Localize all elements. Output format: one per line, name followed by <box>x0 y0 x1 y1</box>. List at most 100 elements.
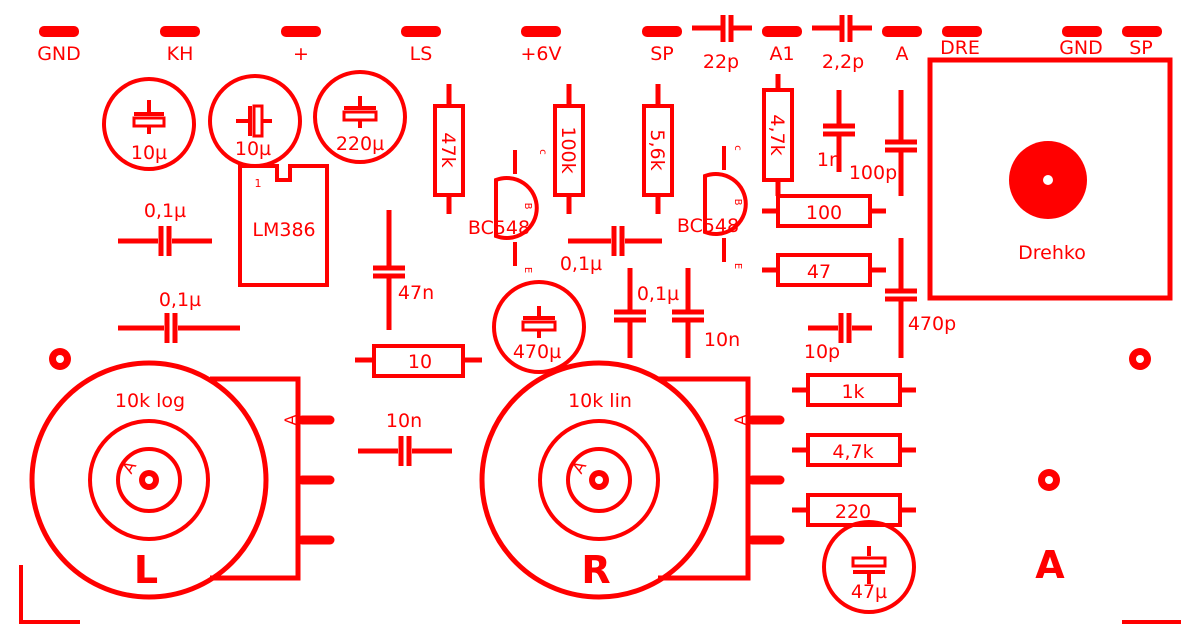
corner-marks: A <box>19 543 1181 624</box>
label-470u: 470µ <box>513 341 561 363</box>
pot-right-wiper-mark: A <box>568 458 590 477</box>
capacitor-100p: 100p <box>849 90 917 196</box>
pad-gnd-left <box>39 26 79 37</box>
pad-a1 <box>762 26 802 37</box>
label-10u-a: 10µ <box>131 142 167 164</box>
capacitor-0-1u-a: 0,1µ <box>118 200 212 256</box>
capacitor-470p: 470p <box>885 238 956 358</box>
transistor-bc548-a: c B E BC548 <box>468 149 548 273</box>
capacitor-2-2p: 2,2p <box>812 15 872 73</box>
resistor-47k: 47k <box>433 84 465 214</box>
label-sp-right: SP <box>1129 37 1153 59</box>
transistor-bc548-b: c B E BC548 <box>677 145 748 269</box>
potentiometer-right: A A 10k lin R <box>479 360 785 600</box>
label-0-1u-b: 0,1µ <box>159 289 201 311</box>
label-1n: 1n <box>817 149 841 171</box>
label-dre: DRE <box>940 37 980 59</box>
label-bc548-b: BC548 <box>677 215 739 237</box>
capacitor-1n: 1n <box>817 90 855 172</box>
electrolytic-10u-b: 10µ <box>208 74 302 168</box>
label-2-2p: 2,2p <box>822 51 864 73</box>
label-gnd-left: GND <box>37 43 81 65</box>
label-100p: 100p <box>849 162 897 184</box>
ic-lm386: 1 LM386 <box>238 164 329 287</box>
electrolytic-220u: 220µ <box>313 70 407 164</box>
label-plus: + <box>293 43 309 65</box>
label-a: A <box>896 43 909 65</box>
label-47u: 47µ <box>851 581 887 603</box>
label-bc548-a: BC548 <box>468 217 530 239</box>
ic-pin1-mark: 1 <box>255 177 262 190</box>
t2-pin-e: E <box>732 263 743 269</box>
electrolytic-10u-a: 10µ <box>102 77 196 171</box>
capacitor-22p: 22p <box>692 15 752 73</box>
resistor-4-7k: 4,7k <box>792 433 916 467</box>
label-r-10: 10 <box>408 351 432 373</box>
label-5-6k: 5,6k <box>646 129 668 170</box>
pad-gnd-right <box>1062 26 1102 37</box>
label-0-1u-c: 0,1µ <box>560 253 602 275</box>
capacitor-10p: 10p <box>804 313 872 363</box>
electrolytic-47u: 47µ <box>822 520 916 614</box>
capacitor-0-1u-b: 0,1µ <box>118 289 240 343</box>
label-kh: KH <box>167 43 194 65</box>
resistor-100: 100 <box>762 194 886 228</box>
pad-sp-right <box>1122 26 1162 37</box>
capacitor-47n: 47n <box>373 210 434 330</box>
label-0-1u-a: 0,1µ <box>144 200 186 222</box>
resistor-5-6k: 5,6k <box>642 84 674 214</box>
pad-a <box>882 26 922 37</box>
label-sp-left: SP <box>650 43 674 65</box>
label-r-47: 47 <box>807 261 831 283</box>
resistor-1k: 1k <box>792 373 916 407</box>
label-470p: 470p <box>908 313 956 335</box>
label-gnd-right: GND <box>1059 37 1103 59</box>
drehko-hole <box>1043 175 1053 185</box>
resistor-10: 10 <box>355 344 482 378</box>
capacitor-0-1u-d: 0,1µ <box>614 268 679 358</box>
label-r-4-7k: 4,7k <box>832 441 873 463</box>
top-pad-row: GND KH + LS +6V SP A1 A DRE GND SP <box>37 26 1162 65</box>
electrolytic-470u: 470µ <box>492 280 586 374</box>
pot-right-pin-mark: A <box>731 414 750 425</box>
label-0-1u-d: 0,1µ <box>637 283 679 305</box>
label-r-1k: 1k <box>841 381 864 403</box>
pad-6v <box>521 26 561 37</box>
pad-ls <box>401 26 441 37</box>
pad-dre <box>942 26 982 37</box>
label-47k: 47k <box>437 132 459 167</box>
label-ls: LS <box>410 43 433 65</box>
label-r-100: 100 <box>806 202 842 224</box>
label-6v: +6V <box>520 43 561 65</box>
resistor-4-7k-vertical: 4,7k <box>762 74 794 196</box>
label-100k: 100k <box>557 126 579 173</box>
resistor-100k: 100k <box>553 84 585 214</box>
pot-left-wiper-mark: A <box>118 458 140 477</box>
pad-kh <box>160 26 200 37</box>
label-10u-b: 10µ <box>235 138 271 160</box>
label-pot-right-side: R <box>581 548 610 592</box>
label-10n-a: 10n <box>386 410 422 432</box>
label-4-7k-vertical: 4,7k <box>766 114 788 155</box>
label-r-220: 220 <box>835 501 871 523</box>
t2-pin-c: c <box>732 145 743 151</box>
label-lm386: LM386 <box>252 219 315 241</box>
t1-pin-c: c <box>537 149 548 155</box>
label-10p: 10p <box>804 341 840 363</box>
t2-pin-b: B <box>732 199 743 206</box>
capacitor-10n-a: 10n <box>358 410 452 466</box>
label-pot-left-side: L <box>134 548 158 592</box>
mounting-pads <box>49 348 1151 491</box>
label-47n: 47n <box>398 282 434 304</box>
drehko-module: Drehko <box>927 57 1173 301</box>
capacitor-0-1u-c: 0,1µ <box>560 226 662 275</box>
label-pot-right-value: 10k lin <box>568 390 632 412</box>
label-pot-left-value: 10k log <box>115 390 185 412</box>
label-220u: 220µ <box>336 133 384 155</box>
label-corner-a: A <box>1035 543 1065 587</box>
potentiometer-left: A A 10k log L <box>29 360 335 600</box>
resistor-220: 220 <box>792 493 916 527</box>
pad-sp-left <box>642 26 682 37</box>
t1-pin-e: E <box>522 267 533 273</box>
